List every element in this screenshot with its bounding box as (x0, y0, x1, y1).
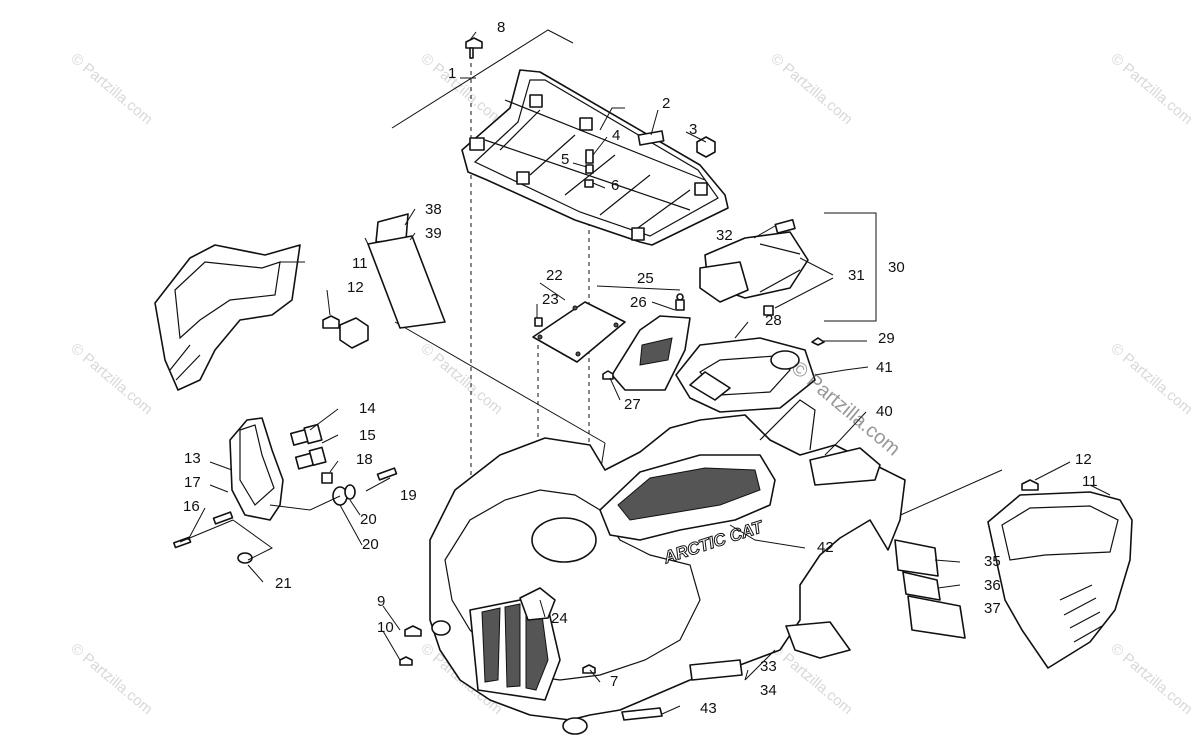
callout-leaders (187, 31, 1111, 715)
callout-33: 33 (760, 658, 777, 675)
callout-12: 12 (347, 279, 364, 296)
callout-36: 36 (984, 577, 1001, 594)
callout-2: 2 (662, 95, 670, 112)
watermark-2: © Partzilla.com (767, 50, 855, 128)
callout-40: 40 (876, 403, 893, 420)
callout-labels: 1234567891011111212131415161718192020212… (183, 19, 1098, 717)
front-rack (461, 69, 729, 246)
watermark-3: © Partzilla.com (1107, 50, 1195, 128)
callout-35: 35 (984, 553, 1001, 570)
callout-41: 41 (876, 359, 893, 376)
right-side-panel (987, 479, 1133, 669)
callout-4: 4 (612, 127, 620, 144)
callout-26: 26 (630, 294, 647, 311)
callout-32: 32 (716, 227, 733, 244)
callout-25: 25 (637, 270, 654, 287)
left-side-panel (154, 244, 369, 391)
callout-42: 42 (817, 539, 834, 556)
watermark-7: © Partzilla.com (67, 640, 155, 718)
front-body-fender: ARCTIC CAT (399, 337, 906, 735)
callout-20: 20 (362, 536, 379, 553)
callout-9: 9 (377, 593, 385, 610)
callout-5: 5 (561, 151, 569, 168)
callout-27: 27 (624, 396, 641, 413)
callout-29: 29 (878, 330, 895, 347)
side-decals-left (367, 213, 446, 329)
watermark-10: © Partzilla.com (1107, 640, 1195, 718)
callout-23: 23 (542, 291, 559, 308)
watermark-4: © Partzilla.com (67, 340, 155, 418)
storage-tray (675, 337, 816, 413)
callout-38: 38 (425, 201, 442, 218)
callout-15: 15 (359, 427, 376, 444)
callout-37: 37 (984, 600, 1001, 617)
callout-11: 11 (352, 255, 368, 272)
callout-31: 31 (848, 267, 865, 284)
headlight-assembly (172, 417, 398, 564)
callout-34: 34 (760, 682, 777, 699)
center-console-piece (602, 293, 691, 391)
callout-20: 20 (360, 511, 377, 528)
callout-24: 24 (551, 610, 568, 627)
callout-12: 12 (1075, 451, 1092, 468)
callout-18: 18 (356, 451, 373, 468)
callout-22: 22 (546, 267, 563, 284)
watermark-1: © Partzilla.com (417, 50, 505, 128)
callout-39: 39 (425, 225, 442, 242)
callout-43: 43 (700, 700, 717, 717)
storage-lid-assembly (699, 219, 809, 316)
callout-7: 7 (610, 673, 618, 690)
access-cover-plate (532, 301, 626, 363)
callout-30: 30 (888, 259, 905, 276)
callout-3: 3 (689, 121, 697, 138)
callout-19: 19 (400, 487, 417, 504)
callout-16: 16 (183, 498, 200, 515)
callout-21: 21 (275, 575, 292, 592)
callout-14: 14 (359, 400, 376, 417)
callout-10: 10 (377, 619, 394, 636)
side-decals-right (894, 539, 966, 639)
callout-13: 13 (184, 450, 201, 467)
callout-6: 6 (611, 177, 619, 194)
callout-1: 1 (448, 65, 456, 82)
watermark-5: © Partzilla.com (417, 340, 505, 418)
callout-11: 11 (1082, 473, 1098, 490)
callout-28: 28 (765, 312, 782, 329)
callout-8: 8 (497, 19, 505, 36)
watermark-0: © Partzilla.com (67, 50, 155, 128)
watermark-6: © Partzilla.com (1107, 340, 1195, 418)
rack-hardware (465, 37, 716, 188)
callout-17: 17 (184, 474, 201, 491)
